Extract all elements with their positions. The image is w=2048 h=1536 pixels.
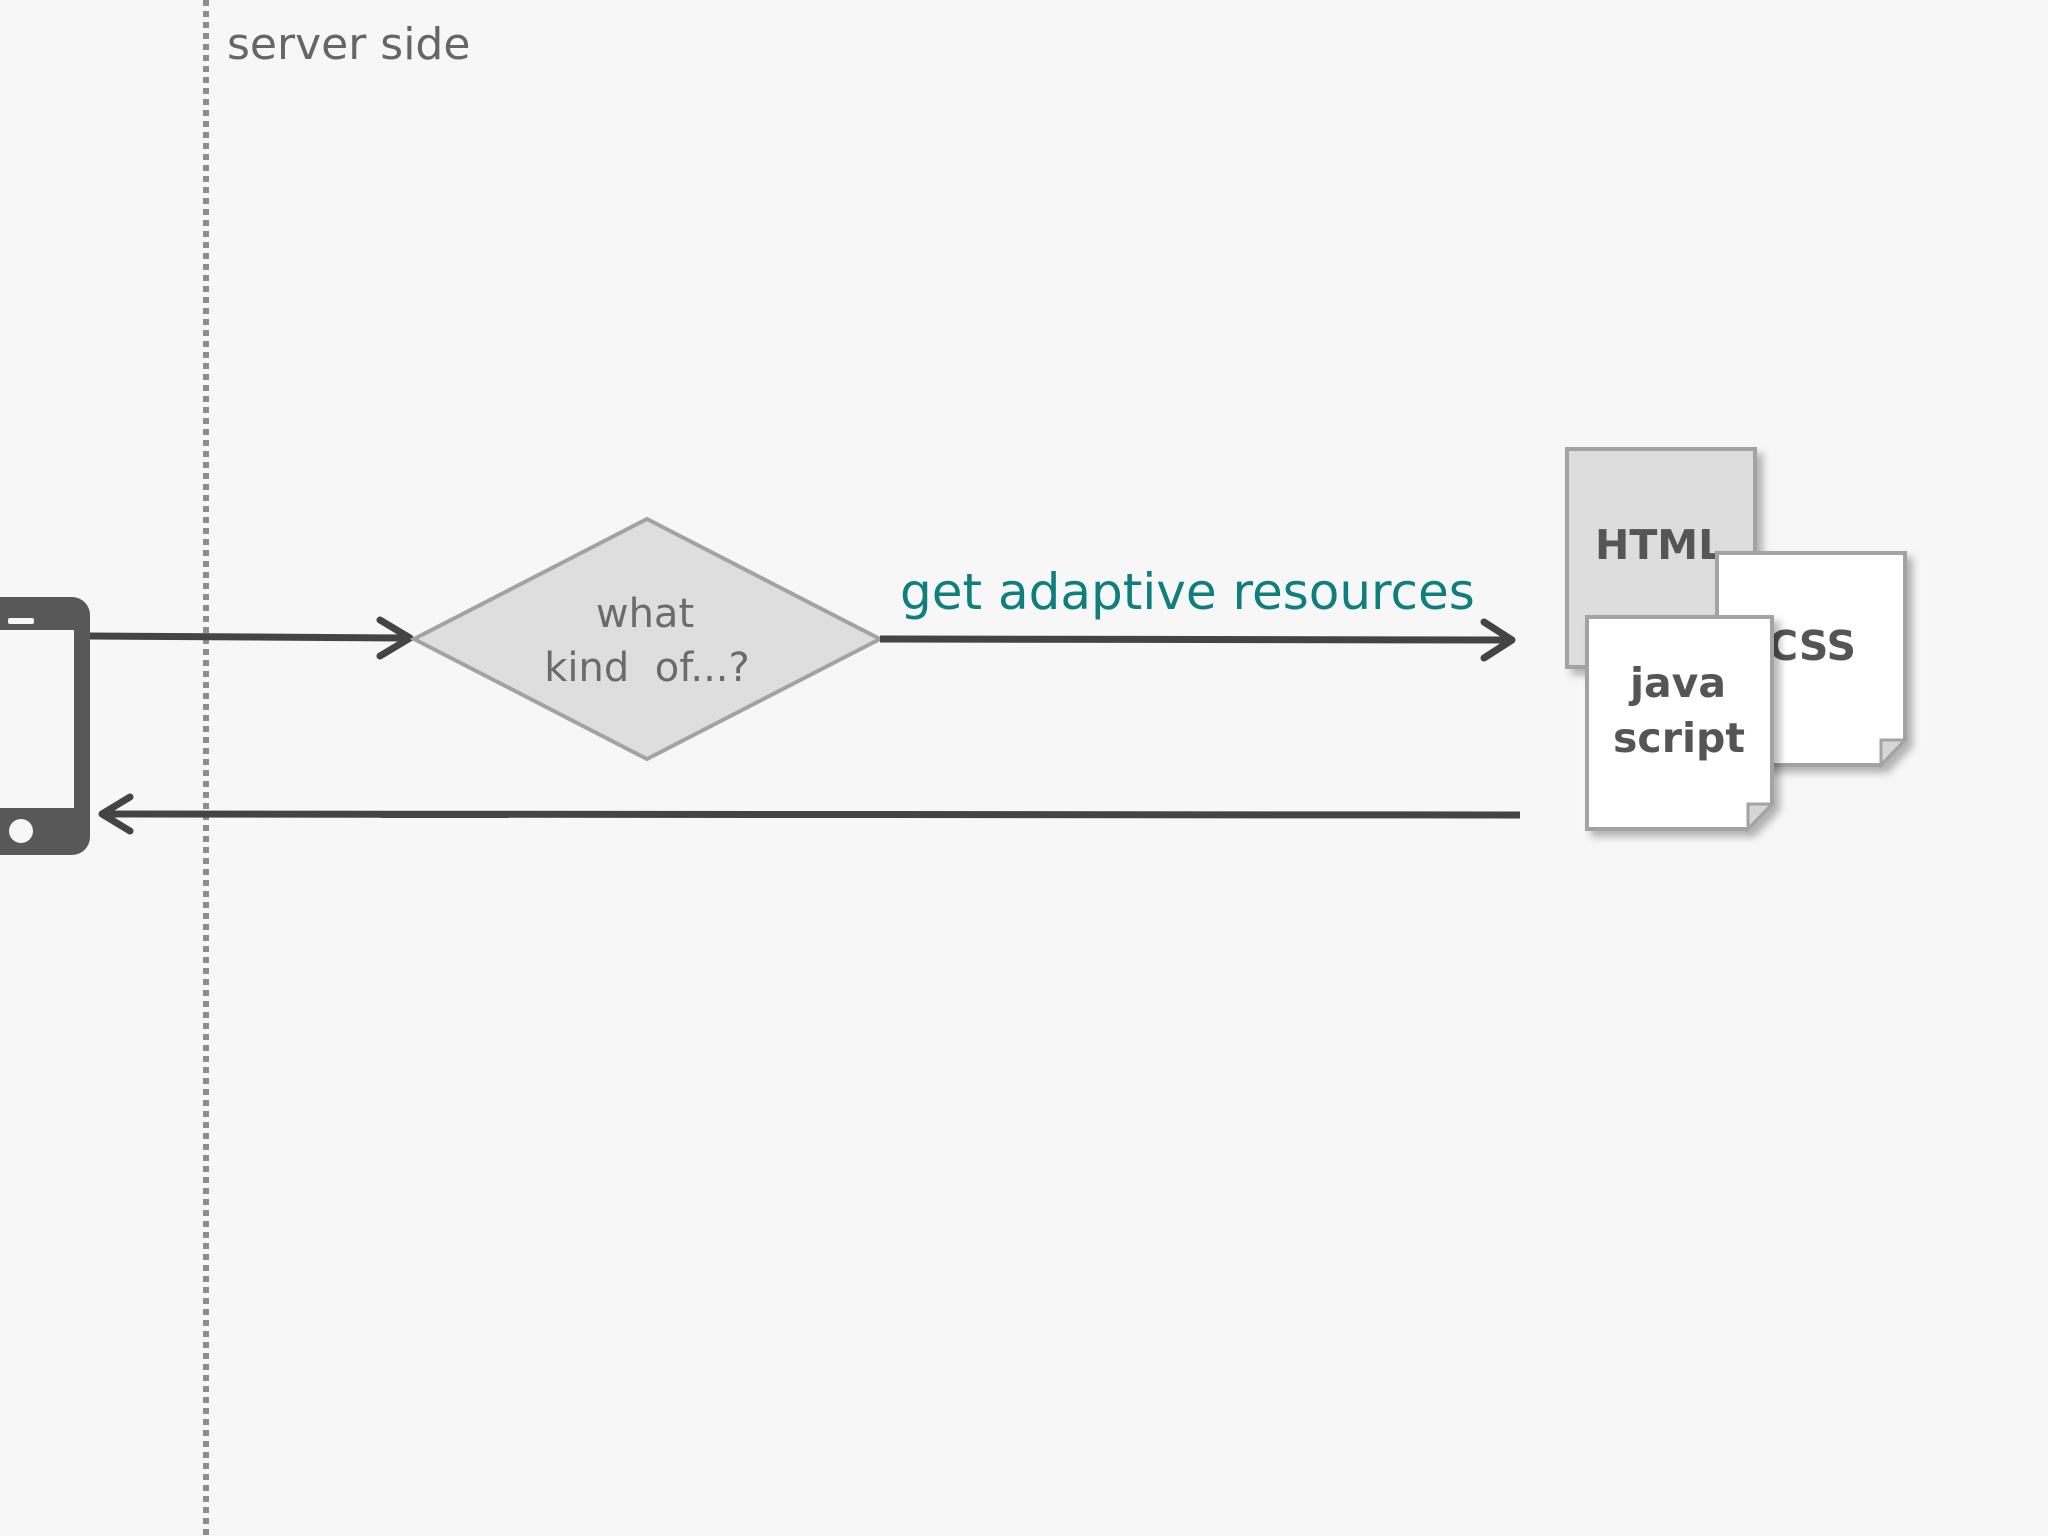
javascript-document <box>1585 615 1776 833</box>
decision-text-line2: kind of...? <box>544 645 749 691</box>
css-document-label: CSS <box>1768 622 1856 670</box>
smartphone-icon <box>0 597 90 855</box>
get-resources-label: get adaptive resources <box>900 563 1475 621</box>
decision-diamond: what kind of...? <box>409 516 885 762</box>
javascript-document-label-line1: java <box>1628 659 1726 707</box>
decision-text-line1: what <box>596 591 694 637</box>
request-arrow <box>89 616 414 660</box>
get-resources-arrow <box>879 618 1516 662</box>
html-document-label: HTML <box>1595 521 1724 569</box>
javascript-document-label-line2: script <box>1613 714 1745 762</box>
response-arrow <box>98 793 1521 835</box>
server-side-label: server side <box>227 19 470 70</box>
